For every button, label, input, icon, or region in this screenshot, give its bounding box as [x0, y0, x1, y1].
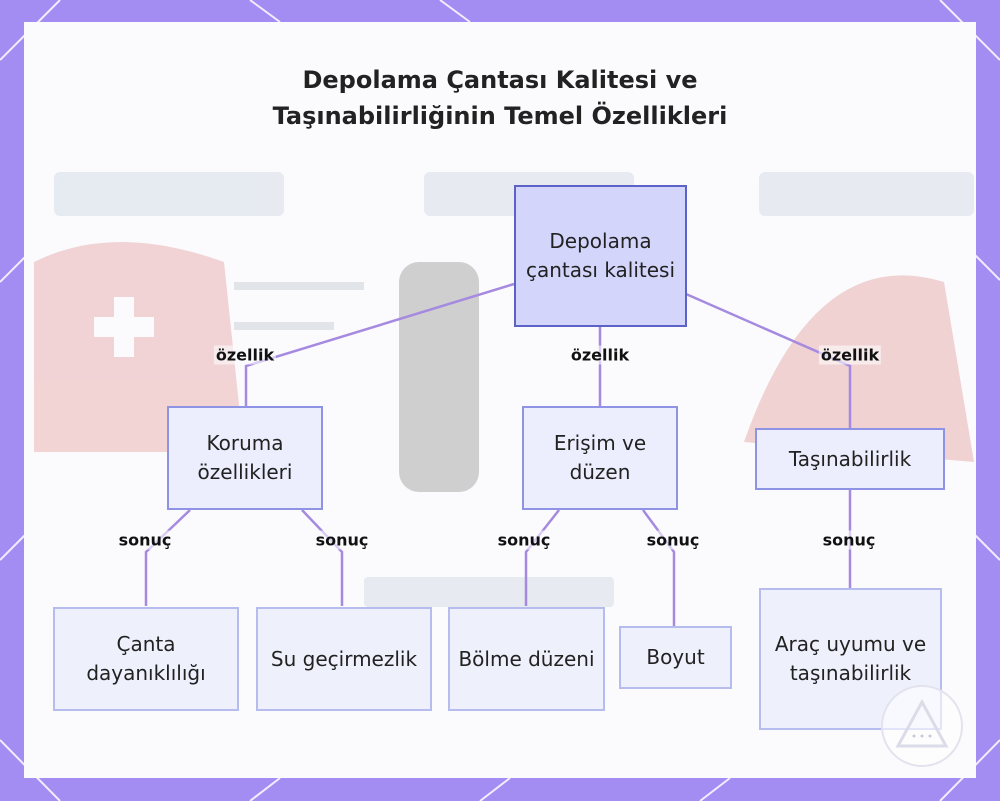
node-durability-label: Çanta dayanıklılığı [86, 632, 206, 685]
diagram-panel: Depolama Çantası Kalitesi ve Taşınabilir… [24, 22, 976, 778]
node-protection[interactable]: Koruma özellikleri [167, 406, 323, 510]
edge-root-protection [244, 282, 515, 406]
edge-protection-waterproof [301, 509, 344, 606]
edge-protection-durability [144, 509, 191, 606]
edge-label-result-durability: sonuç [116, 530, 174, 550]
node-size[interactable]: Boyut [619, 626, 732, 689]
node-root[interactable]: Depolama çantası kalitesi [514, 185, 687, 327]
node-waterproof[interactable]: Su geçirmezlik [256, 607, 432, 711]
edge-label-feature-center: özellik [568, 345, 632, 365]
diagram-connectors [144, 282, 852, 626]
node-waterproof-label: Su geçirmezlik [270, 646, 418, 671]
node-compartment[interactable]: Bölme düzeni [448, 607, 605, 711]
node-portability-label: Taşınabilirlik [788, 446, 912, 471]
node-compartment-label: Bölme düzeni [458, 646, 595, 671]
node-portability[interactable]: Taşınabilirlik [755, 428, 945, 490]
edge-label-result-vehicle: sonuç [820, 530, 878, 550]
node-durability[interactable]: Çanta dayanıklılığı [53, 607, 239, 711]
node-size-label: Boyut [646, 645, 705, 669]
edge-access-compartment [524, 509, 560, 606]
title-line-1: Depolama Çantası Kalitesi ve [302, 66, 698, 94]
node-access[interactable]: Erişim ve düzen [522, 406, 678, 510]
node-vehicle-label: Araç uyumu ve taşınabilirlik [774, 632, 927, 685]
background-image [34, 172, 974, 607]
node-access-label: Erişim ve düzen [553, 431, 647, 484]
edge-label-feature-left: özellik [213, 345, 277, 365]
edge-label-result-waterproof: sonuç [313, 530, 371, 550]
edge-root-portability [685, 292, 852, 428]
watermark-icon [881, 685, 963, 767]
edge-label-result-compartment: sonuç [495, 530, 553, 550]
edge-access-size [641, 509, 676, 626]
title-line-2: Taşınabilirliğinin Temel Özellikleri [272, 102, 728, 130]
edge-label-feature-right: özellik [818, 345, 882, 365]
node-protection-label: Koruma özellikleri [197, 431, 293, 484]
node-root-label: Depolama çantası kalitesi [525, 229, 676, 282]
diagram-title: Depolama Çantası Kalitesi ve Taşınabilir… [24, 62, 976, 134]
edge-label-result-size: sonuç [644, 530, 702, 550]
